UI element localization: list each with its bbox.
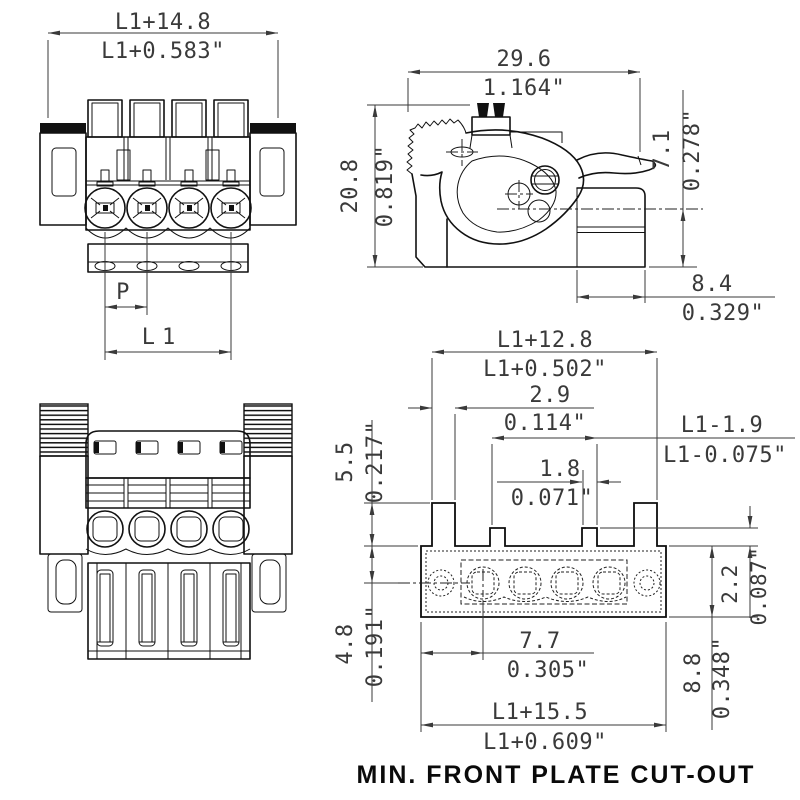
screw <box>84 169 126 229</box>
screw-head <box>471 116 511 136</box>
conductor-hole-2 <box>527 199 551 223</box>
latch-hook <box>576 152 657 179</box>
hidden-body <box>460 559 628 605</box>
lever-outline <box>420 129 585 245</box>
dim-tab-width-in: 0.114" <box>504 411 586 436</box>
dim-height-mm: 20.8 <box>338 159 363 214</box>
dim-inner-tabs-in: L1-0.075" <box>663 443 787 468</box>
dim-span-label: L1 <box>142 325 183 350</box>
screw <box>168 169 210 229</box>
flange-window-left <box>51 147 77 197</box>
terminal-screw <box>530 165 560 195</box>
clamp-screws <box>84 169 252 229</box>
dim-plate-height-mm: 8.8 <box>681 652 706 693</box>
front-view: L1+14.8 L1+0.583" <box>39 10 297 360</box>
flange-right <box>249 132 297 226</box>
foot-left <box>47 553 83 613</box>
feet <box>94 261 242 271</box>
skirt <box>87 243 249 273</box>
mount-bar-left <box>40 123 86 133</box>
pins <box>96 569 240 647</box>
screw-slot <box>532 175 558 185</box>
dim-tab-height-mm: 5.5 <box>333 441 358 482</box>
extension-lines <box>364 358 758 732</box>
drawing-caption: MIN. FRONT PLATE CUT-OUT <box>357 761 756 789</box>
cutout-outline <box>420 502 667 618</box>
rear-view <box>39 403 293 660</box>
dim-tab-height-in: 0.217" <box>363 421 388 503</box>
dim-center-offset-in: 0.191" <box>363 605 388 687</box>
dim-pole-offset-mm: 7.7 <box>519 629 560 654</box>
latch-notch <box>637 155 642 166</box>
dim-outer-tabs-in: L1+0.502" <box>483 357 607 382</box>
dim-front-overall-in: L1+0.583" <box>101 39 225 64</box>
dim-depth-mm: 29.6 <box>497 47 552 72</box>
flange-window-right <box>259 147 285 197</box>
ribbed-grip-left <box>39 403 89 457</box>
hidden-envelope <box>425 550 662 613</box>
dim-inner-tabs-mm: L1-1.9 <box>681 413 763 438</box>
cutout-view: L1+12.8 L1+0.502" 2.9 0.114" L1-1.9 L1-0… <box>333 328 795 755</box>
dim-exit-len-mm: 8.4 <box>691 272 732 297</box>
clamp-fins <box>86 478 250 508</box>
flange-right <box>243 455 293 555</box>
dim-pitch-label: P <box>116 280 130 305</box>
dim-slot-width-mm: 1.8 <box>539 457 580 482</box>
foot-right <box>251 553 287 613</box>
hole-centerlines <box>505 180 533 209</box>
ribbed-grip-right <box>243 403 293 457</box>
dim-depth-in: 1.164" <box>483 76 565 101</box>
dim-exit-len-in: 0.329" <box>682 301 764 326</box>
flange-left <box>39 455 89 555</box>
dim-overall-mm: L1+15.5 <box>492 700 588 725</box>
connector-body <box>85 136 251 231</box>
housing-top <box>85 430 251 479</box>
hidden-poles <box>463 566 627 602</box>
dim-slot-width-in: 0.071" <box>511 486 593 511</box>
pin-block <box>87 562 251 660</box>
dim-overall-in: L1+0.609" <box>483 730 607 755</box>
vent-windows <box>93 440 243 455</box>
foot-window-left <box>55 559 77 605</box>
screw <box>210 169 252 229</box>
exit-block-lines <box>577 226 645 233</box>
scallop-edge <box>85 548 251 555</box>
dim-lip-in: 0.087" <box>747 547 771 626</box>
screw-head-prongs <box>477 103 505 117</box>
mount-bar-right <box>250 123 296 133</box>
pole-dividers <box>86 137 250 186</box>
dim-height-in: 0.819" <box>373 145 398 227</box>
serrated-clamp <box>406 118 467 175</box>
dim-center-offset-mm: 4.8 <box>333 623 358 664</box>
dim-front-overall-mm: L1+14.8 <box>115 10 211 35</box>
wire-entry-tabs <box>87 99 249 138</box>
dim-tab-width-mm: 2.9 <box>529 383 570 408</box>
lever-window <box>456 155 557 233</box>
side-view: 29.6 1.164" 20.8 0.819" <box>338 47 775 326</box>
screw-boss <box>469 131 563 149</box>
dim-exit-offset-mm: 7.1 <box>650 129 675 170</box>
dim-pole-offset-in: 0.305" <box>507 658 589 683</box>
pivot-centerlines <box>446 139 478 166</box>
terminal-screw-inner <box>534 169 556 191</box>
scallop-edge <box>85 227 251 239</box>
dim-plate-height-in: 0.348" <box>710 637 735 719</box>
conductor-entries <box>86 510 250 548</box>
dim-outer-tabs-mm: L1+12.8 <box>497 328 593 353</box>
dim-lip-mm: 2.2 <box>718 564 742 603</box>
flange-left <box>39 132 87 226</box>
body-outline <box>411 173 646 268</box>
screw <box>126 169 168 229</box>
dim-exit-offset-in: 0.278" <box>680 109 705 191</box>
foot-window-right <box>259 559 281 605</box>
